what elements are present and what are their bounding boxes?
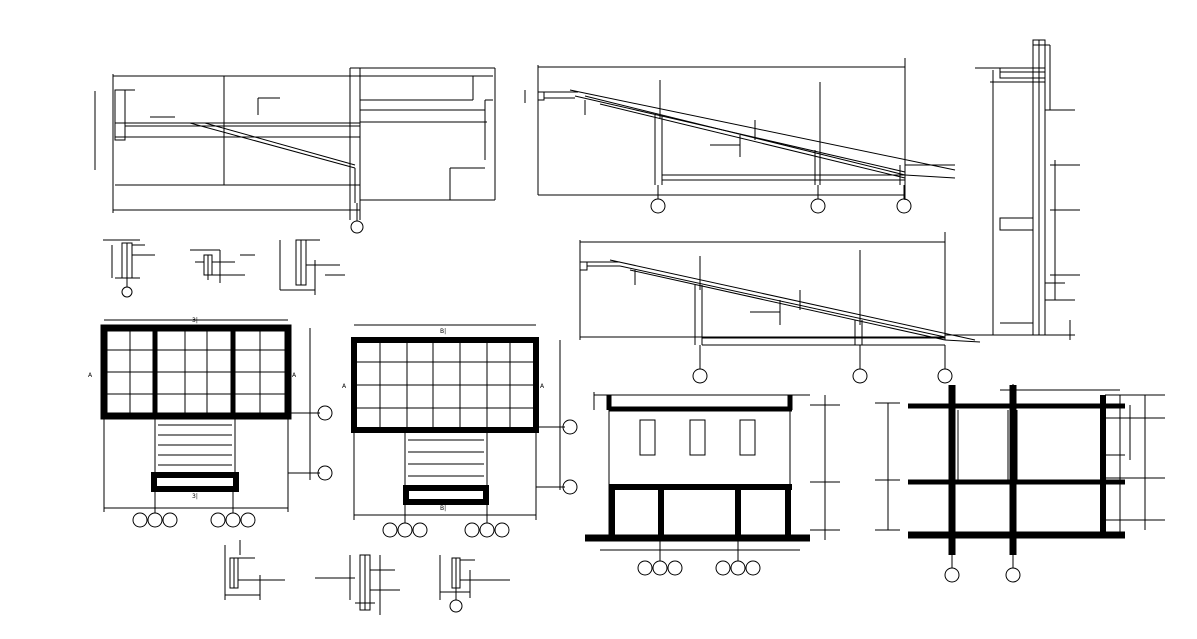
floor-plan-2 — [351, 324, 578, 538]
small-detail-2 — [190, 249, 255, 283]
section-detail-top-left — [94, 67, 496, 234]
small-detail-1 — [103, 239, 155, 298]
frame-elevation-2 — [875, 384, 1165, 583]
plan2-top-label: B| — [440, 328, 446, 335]
plan2-right-label: A — [540, 383, 545, 390]
small-detail-5 — [315, 554, 400, 615]
floor-plan-1 — [100, 319, 333, 528]
plan2-left-label: A — [342, 383, 347, 390]
column-elevation-right — [975, 39, 1080, 340]
small-detail-3 — [279, 239, 345, 295]
small-detail-6 — [439, 555, 510, 613]
stair-section-lower — [579, 232, 981, 384]
small-detail-4 — [224, 540, 285, 600]
plan1-right-label: A — [292, 372, 297, 379]
plan1-top-label: 3| — [192, 317, 198, 324]
plan1-left-label: A — [88, 372, 93, 379]
frame-elevation-1 — [585, 392, 840, 576]
plan2-bottom-label: B| — [440, 505, 446, 512]
stair-section-upper — [524, 58, 956, 214]
plan1-bottom-label: 3| — [192, 493, 198, 500]
